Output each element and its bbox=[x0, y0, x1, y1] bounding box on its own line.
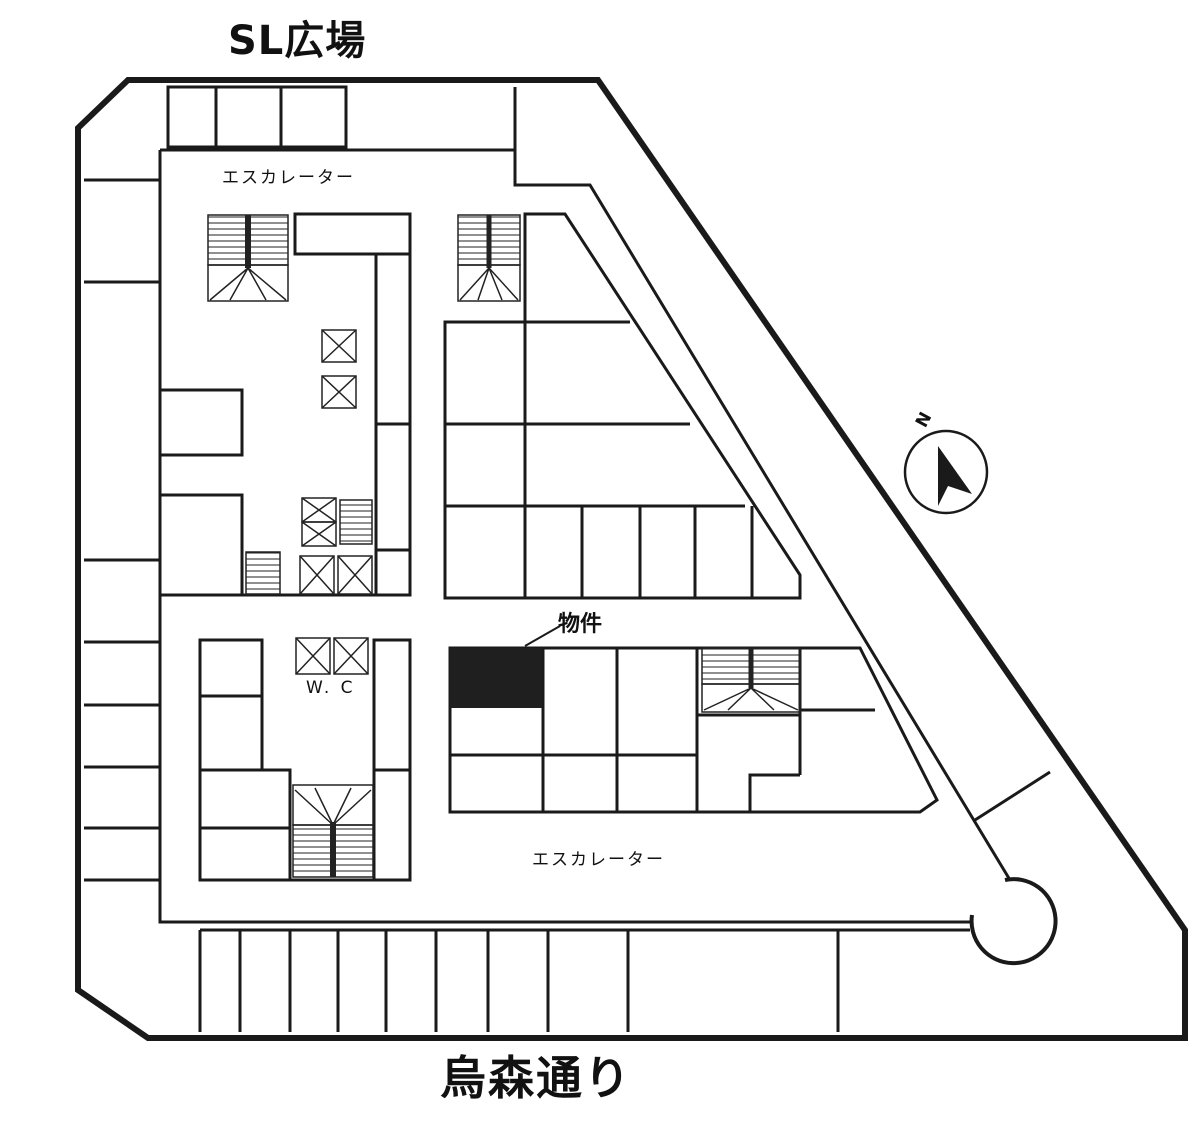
target-property-unit bbox=[450, 648, 542, 708]
escalator-label-top: エスカレーター bbox=[222, 168, 355, 188]
upper-right-block bbox=[443, 212, 802, 600]
stairs-icon bbox=[701, 647, 801, 713]
street-label-karasumori-dori: 烏森通り bbox=[440, 1051, 632, 1105]
left-shops bbox=[84, 178, 160, 882]
stairs-icon bbox=[207, 214, 289, 302]
upper-left-block bbox=[158, 212, 412, 597]
escalator-label-bottom: エスカレーター bbox=[532, 850, 665, 870]
stairs-icon bbox=[292, 784, 374, 878]
bottom-shops bbox=[198, 928, 970, 1032]
stairs-icon bbox=[245, 499, 373, 595]
stairs-icon bbox=[457, 214, 521, 302]
street-label-sl-plaza: SL広場 bbox=[228, 18, 367, 64]
inner-wall-top bbox=[160, 148, 1012, 881]
target-property-label: 物件 bbox=[558, 612, 603, 637]
outer-wall bbox=[75, 77, 1188, 1041]
lower-left-block bbox=[198, 638, 412, 882]
round-stair bbox=[969, 877, 1058, 966]
north-arrow-icon bbox=[903, 429, 989, 515]
top-shops bbox=[166, 85, 517, 150]
target-leader-line bbox=[524, 625, 561, 647]
elevator-cross-icon bbox=[295, 329, 373, 675]
restroom-label: W. C bbox=[306, 678, 356, 698]
inner-wall bbox=[158, 150, 972, 924]
